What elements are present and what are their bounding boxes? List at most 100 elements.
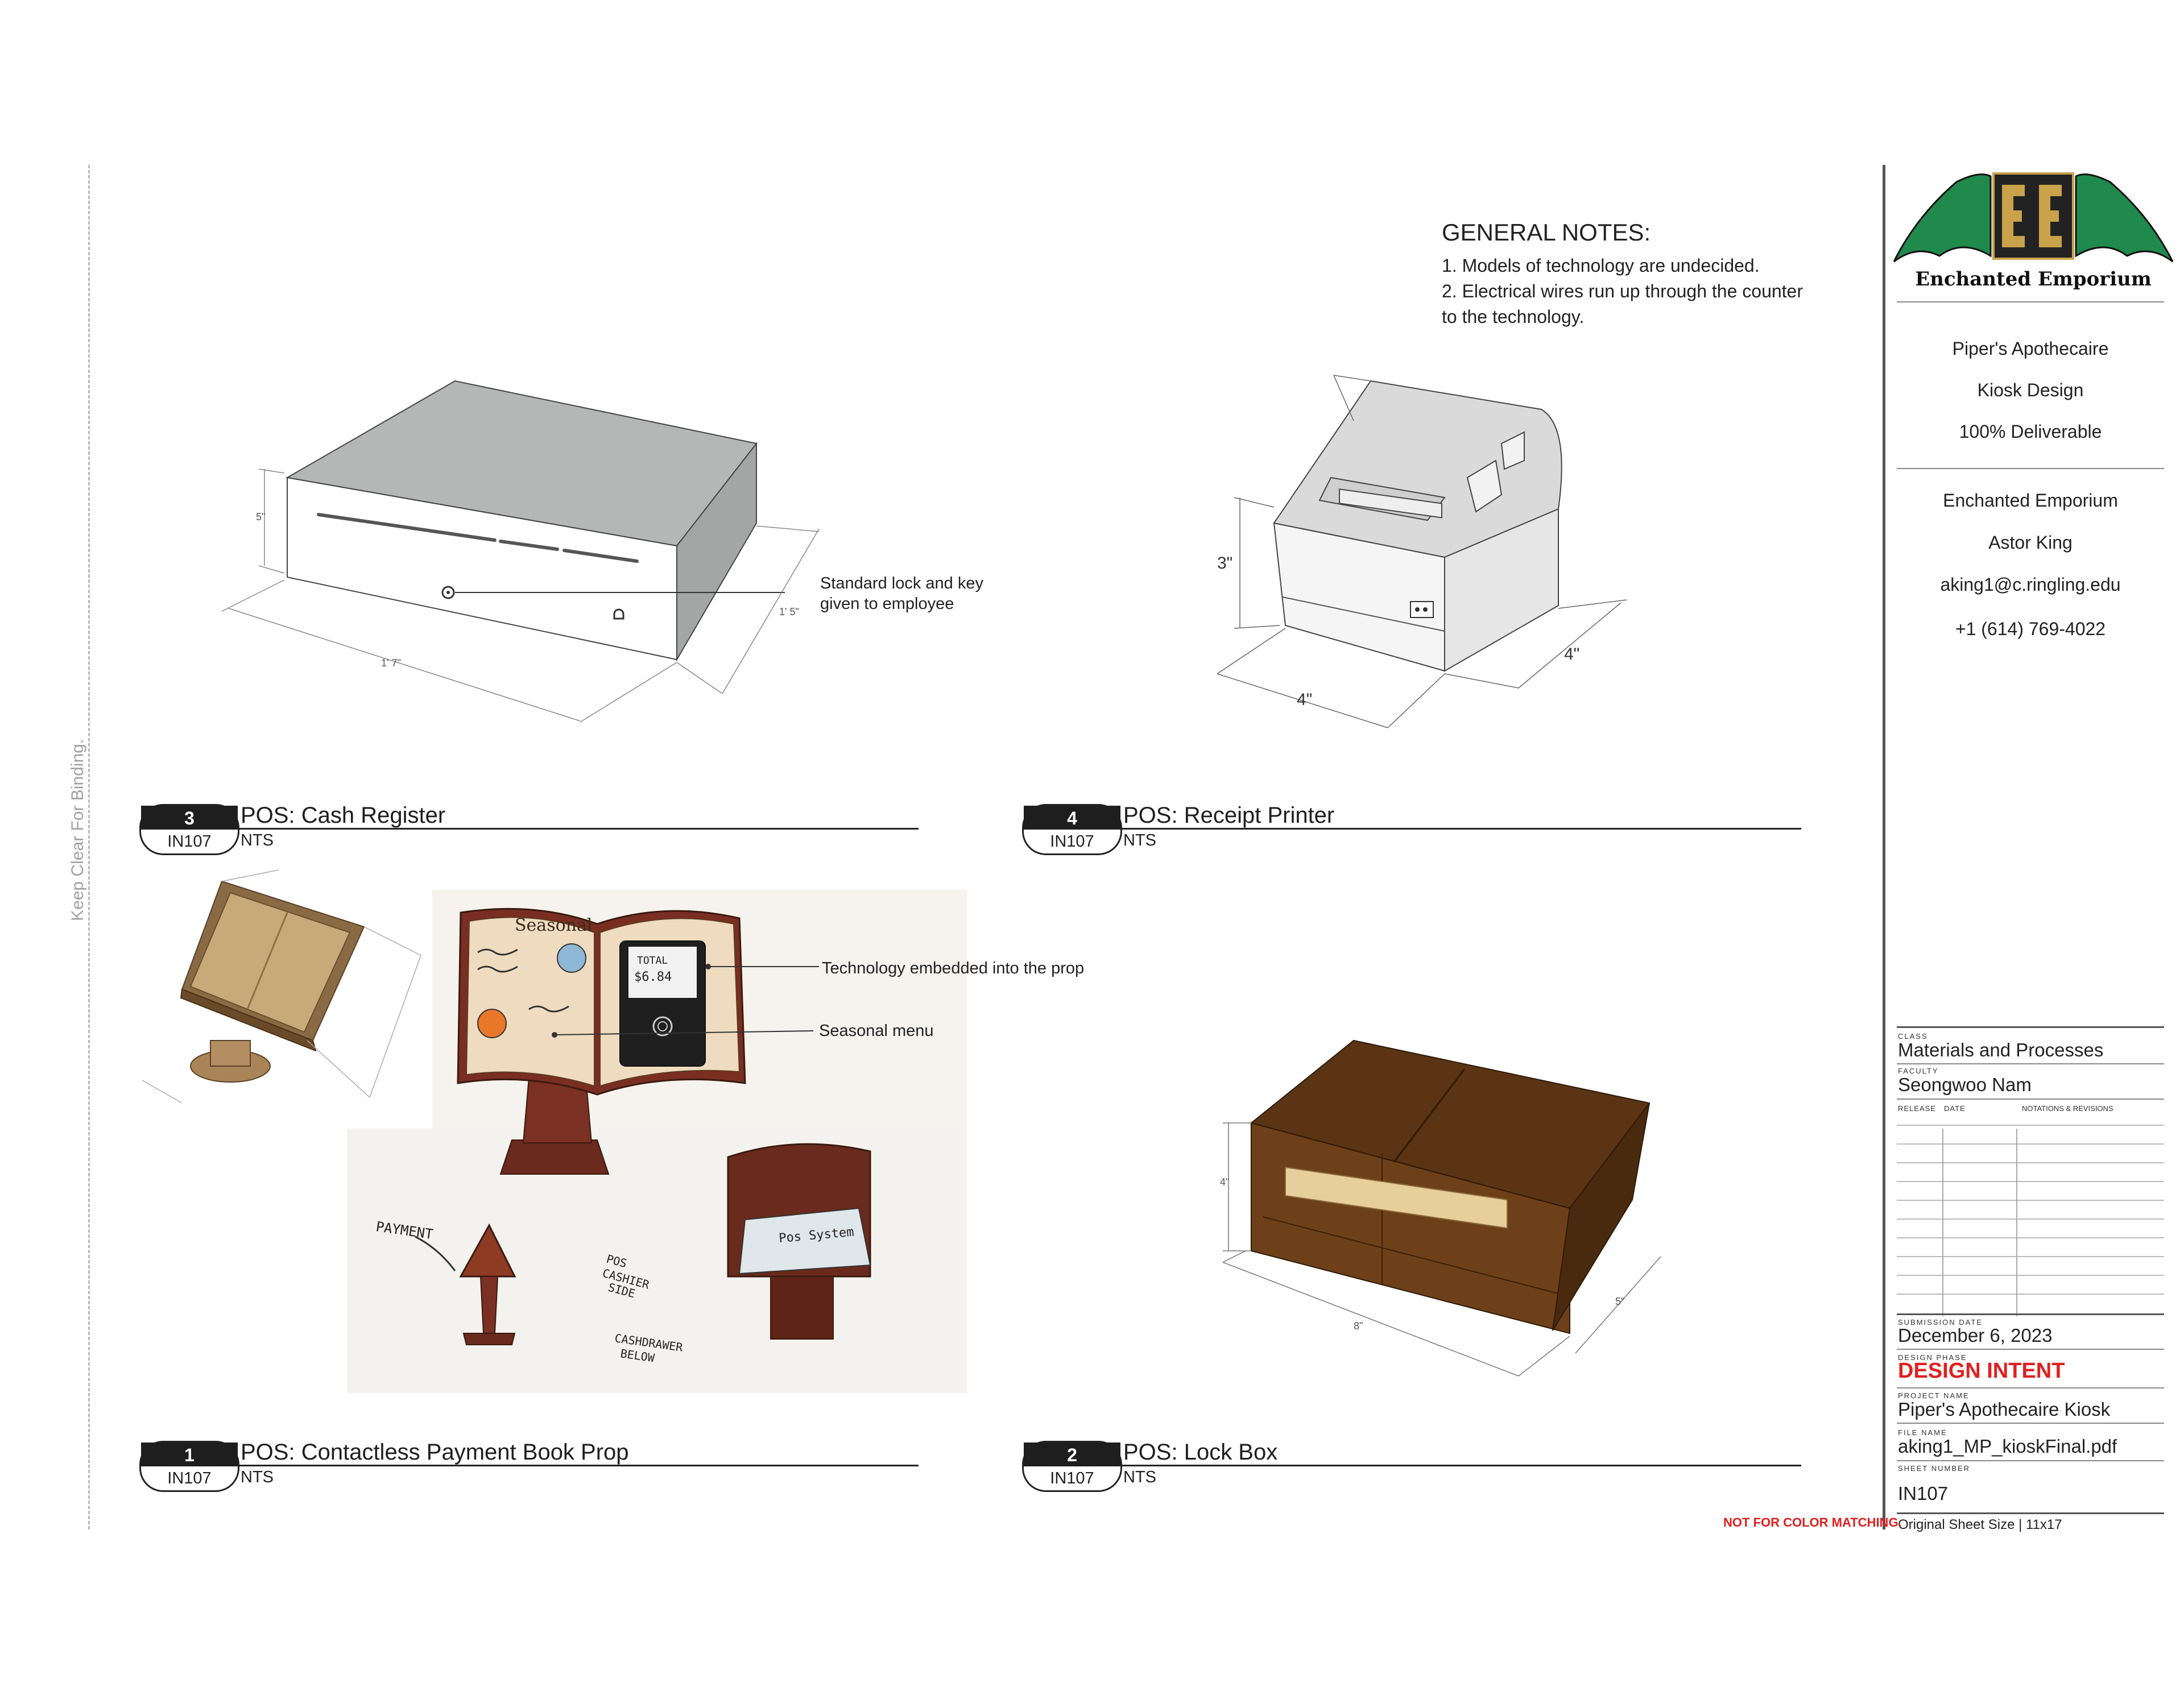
title-block-divider: [1897, 1512, 2164, 1514]
tech-embedded-note: Technology embedded into the prop: [822, 959, 1085, 977]
class-label: CLASS: [1898, 1032, 1928, 1041]
contact-name: Astor King: [1988, 532, 2073, 553]
revision-grid-line: [1897, 1294, 2164, 1295]
logo-text: Enchanted Emporium: [1915, 268, 2152, 291]
revision-grid-col: [2016, 1129, 2017, 1316]
detail-callout-3: 3 IN107 POS: Cash Register NTS: [139, 803, 936, 861]
detail-title: POS: Cash Register: [241, 803, 446, 828]
detail-number: 3: [141, 806, 238, 830]
printer-height-dim: 3": [1217, 554, 1232, 573]
title-block-divider: [1897, 1099, 2164, 1100]
detail-scale: NTS: [1123, 831, 1156, 849]
faculty-value: Seongwoo Nam: [1898, 1074, 2032, 1095]
title-block-divider: [1897, 1313, 2164, 1315]
release-label: RELEASE: [1898, 1104, 1936, 1113]
sheet-number-value: IN107: [1898, 1483, 1949, 1504]
detail-title-rule: [1119, 828, 1801, 830]
detail-scale: NTS: [241, 1468, 274, 1486]
project-line-2: Kiosk Design: [1977, 380, 2084, 400]
general-notes-title: GENERAL NOTES:: [1442, 219, 1651, 246]
revision-grid-col: [1942, 1129, 1943, 1316]
cash-width-dim: 1' 7": [381, 657, 401, 669]
lockbox-height-dim: 4": [1220, 1176, 1229, 1188]
project-line-1: Piper's Apothecaire: [1952, 338, 2109, 359]
receipt-printer-drawing: 3" 4" 4": [1217, 375, 1627, 728]
project-line-3: 100% Deliverable: [1959, 421, 2102, 442]
detail-callout-1: 1 IN107 POS: Contactless Payment Book Pr…: [139, 1440, 936, 1498]
sheet-number-label: SHEET NUMBER: [1898, 1464, 1971, 1473]
title-block-divider: [1897, 1026, 2164, 1028]
revision-grid-line: [1897, 1200, 2164, 1201]
revision-grid-line: [1897, 1181, 2164, 1182]
faculty-label: FACULTY: [1898, 1067, 1939, 1075]
general-note-2: 2. Electrical wires run up through the c…: [1442, 281, 1803, 301]
revision-grid-line: [1897, 1218, 2164, 1220]
detail-title-rule: [1119, 1465, 1801, 1466]
printer-width-dim: 4": [1297, 690, 1312, 709]
date-label: DATE: [1944, 1104, 1966, 1113]
detail-callout-2: 2 IN107 POS: Lock Box NTS: [1022, 1440, 1818, 1498]
detail-bubble: 3 IN107: [139, 804, 239, 855]
detail-scale: NTS: [241, 831, 274, 849]
revision-grid-line: [1897, 1162, 2164, 1163]
revisions-label: NOTATIONS & REVISIONS: [2022, 1104, 2113, 1113]
general-note-1: 1. Models of technology are undecided.: [1442, 255, 1760, 276]
binding-margin-line: [88, 165, 90, 1530]
contact-phone: +1 (614) 769-4022: [1955, 619, 2106, 639]
lockbox-depth-dim: 5": [1615, 1296, 1624, 1307]
revision-grid-line: [1897, 1275, 2164, 1276]
detail-title: POS: Receipt Printer: [1123, 803, 1335, 828]
submission-value: December 6, 2023: [1898, 1325, 2053, 1346]
file-name-label: FILE NAME: [1898, 1428, 1947, 1437]
detail-number: 4: [1024, 806, 1120, 830]
class-value: Materials and Processes: [1898, 1039, 2104, 1060]
detail-sheet: IN107: [1050, 832, 1094, 851]
revision-grid-line: [1897, 1143, 2164, 1145]
detail-title-rule: [236, 828, 919, 830]
seasonal-menu-note: Seasonal menu: [819, 1022, 934, 1040]
title-block-divider: [1897, 1460, 2164, 1461]
sketch-total-label: TOTAL: [637, 955, 668, 967]
detail-title: POS: Lock Box: [1123, 1440, 1278, 1465]
cash-lock-note-1: Standard lock and key: [820, 574, 983, 592]
project-name-label: PROJECT NAME: [1898, 1391, 1970, 1400]
detail-sheet: IN107: [167, 832, 212, 851]
detail-title-rule: [236, 1465, 919, 1466]
printer-depth-dim: 4": [1564, 645, 1579, 664]
title-block-border: [1883, 165, 1885, 1530]
title-block-divider: [1897, 1387, 2164, 1388]
enchanted-emporium-logo: Enchanted Emporium: [1893, 172, 2174, 291]
detail-bubble: 2 IN107: [1022, 1441, 1122, 1492]
book-prop-3d-model: [142, 869, 421, 1104]
detail-sheet: IN107: [167, 1469, 212, 1487]
submission-label: SUBMISSION DATE: [1898, 1318, 1983, 1327]
detail-scale: NTS: [1123, 1468, 1156, 1486]
phase-label: DESIGN PHASE: [1898, 1353, 1967, 1362]
title-block-divider: [1897, 1063, 2164, 1064]
detail-number: 2: [1024, 1443, 1120, 1466]
title-block-divider: [1897, 468, 2164, 469]
title-block-divider: [1897, 1423, 2164, 1424]
cash-register-drawing: 5" 1' 7" 1' 5": [221, 380, 820, 723]
cash-height-dim: 5": [256, 511, 265, 523]
revision-grid-line: [1897, 1237, 2164, 1238]
book-prop-sketch: Seasonal TOTAL $6.84 PAYMENT POS CASHIER…: [347, 890, 967, 1393]
revision-grid-line: [1897, 1256, 2164, 1257]
contact-company: Enchanted Emporium: [1943, 490, 2118, 511]
detail-bubble: 1 IN107: [139, 1441, 239, 1492]
cash-depth-dim: 1' 5": [779, 606, 799, 617]
lock-box-drawing: 4" 8" 5": [1220, 1039, 1661, 1377]
detail-title: POS: Contactless Payment Book Prop: [241, 1440, 629, 1465]
detail-bubble: 4 IN107: [1022, 804, 1122, 855]
contact-email: aking1@c.ringling.edu: [1940, 574, 2121, 595]
lockbox-width-dim: 8": [1354, 1320, 1363, 1332]
binding-note: Keep Clear For Binding.: [68, 739, 87, 921]
phase-value: DESIGN INTENT: [1898, 1359, 2065, 1383]
sketch-seasonal-label: Seasonal: [515, 915, 592, 935]
sketch-amount: $6.84: [634, 970, 672, 984]
detail-sheet: IN107: [1050, 1469, 1094, 1487]
title-block-divider: [1897, 1349, 2164, 1350]
detail-number: 1: [141, 1443, 238, 1466]
project-name-value: Piper's Apothecaire Kiosk: [1898, 1399, 2111, 1420]
cash-lock-note-2: given to employee: [820, 595, 954, 613]
